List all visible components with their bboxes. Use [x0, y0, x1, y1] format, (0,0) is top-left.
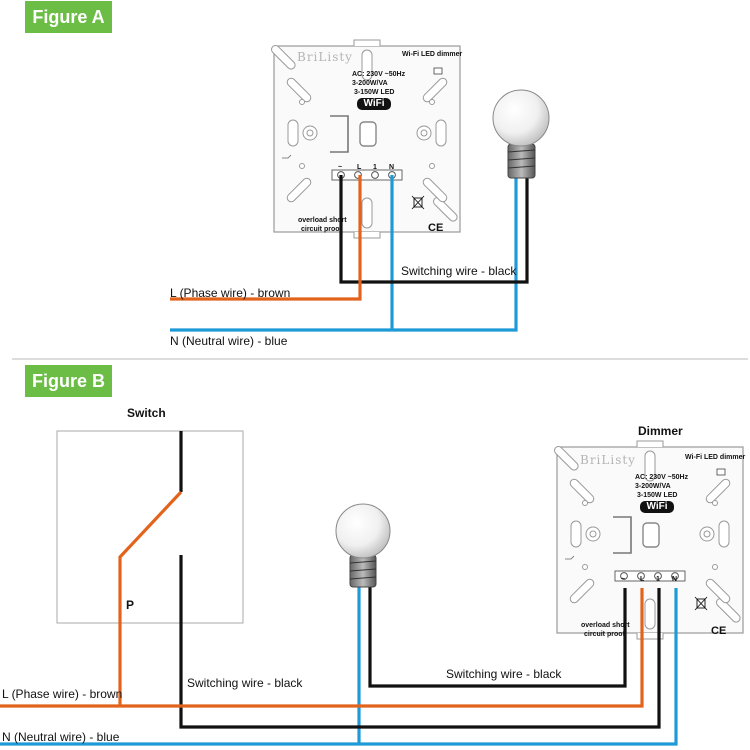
fig-b-switching-left-label: Switching wire - black — [187, 676, 303, 690]
fig-a-terminal-1: 1 — [373, 164, 377, 171]
fig-a-dimmer-spec-1: AC: 230V ~50Hz — [352, 71, 406, 78]
dimmer-title: Dimmer — [638, 424, 683, 438]
fig-b-phase-wire — [0, 588, 644, 708]
fig-a-terminal-dim: ~ — [338, 164, 343, 171]
fig-b-dimmer-brand: BriListy — [580, 453, 636, 467]
figure-b-label: Figure B — [25, 365, 112, 397]
switch-title: Switch — [127, 406, 166, 420]
fig-b-phase-label: L (Phase wire) - brown — [2, 687, 123, 701]
fig-a-neutral-label: N (Neutral wire) - blue — [170, 334, 288, 348]
fig-a-overload-1: overload short — [298, 217, 347, 224]
switch-lever — [118, 490, 183, 706]
fig-a-terminal-l: L — [357, 164, 362, 171]
fig-a-phase-wire — [170, 175, 362, 301]
fig-b-dimmer-product: Wi-Fi LED dimmer — [685, 454, 746, 461]
switch-phase-p: P — [126, 598, 135, 612]
fig-b-bulb — [335, 503, 391, 588]
fig-b-ce-mark: CE — [711, 625, 727, 637]
fig-a-overload-2: circuit proof — [301, 226, 342, 233]
fig-b-neutral-label: N (Neutral wire) - blue — [2, 730, 120, 744]
fig-b-switching-wire-left — [179, 555, 661, 729]
fig-a-bulb — [492, 89, 550, 179]
fig-a-switching-wire — [339, 175, 529, 284]
fig-b-overload-1: overload short — [581, 622, 630, 629]
fig-b-neutral-wire — [0, 588, 678, 746]
fig-a-ce-mark: CE — [428, 222, 444, 234]
fig-a-dimmer-spec-2: 3-200W/VA — [352, 80, 388, 87]
fig-a-dimmer-spec-3: 3-150W LED — [354, 89, 395, 96]
fig-b-terminal-1: 1 — [656, 576, 660, 583]
figure-a-label: Figure A — [25, 1, 112, 33]
fig-b-dimmer-spec-2: 3-200W/VA — [635, 483, 671, 490]
fig-b-terminal-n: N — [672, 576, 678, 583]
fig-b-terminal-dim: ~ — [621, 576, 626, 583]
fig-b-terminal-l: L — [640, 576, 645, 583]
fig-a-dimmer-product: Wi-Fi LED dimmer — [402, 51, 463, 58]
fig-b-switching-wire-right — [368, 586, 627, 688]
fig-a-dimmer-brand: BriListy — [297, 50, 353, 64]
fig-b-wifi-badge: WiFi — [640, 501, 674, 513]
fig-a-wifi-badge: WiFi — [357, 98, 391, 110]
fig-b-overload-2: circuit proof — [584, 631, 625, 638]
fig-b-dimmer-spec-1: AC: 230V ~50Hz — [635, 474, 689, 481]
fig-a-switching-label: Switching wire - black — [401, 264, 517, 278]
fig-a-terminal-n: N — [389, 164, 395, 171]
fig-a-phase-label: L (Phase wire) - brown — [170, 286, 291, 300]
fig-b-switching-right-label: Switching wire - black — [446, 667, 562, 681]
fig-a-neutral-wire — [170, 176, 518, 332]
fig-b-dimmer-spec-3: 3-150W LED — [637, 492, 678, 499]
